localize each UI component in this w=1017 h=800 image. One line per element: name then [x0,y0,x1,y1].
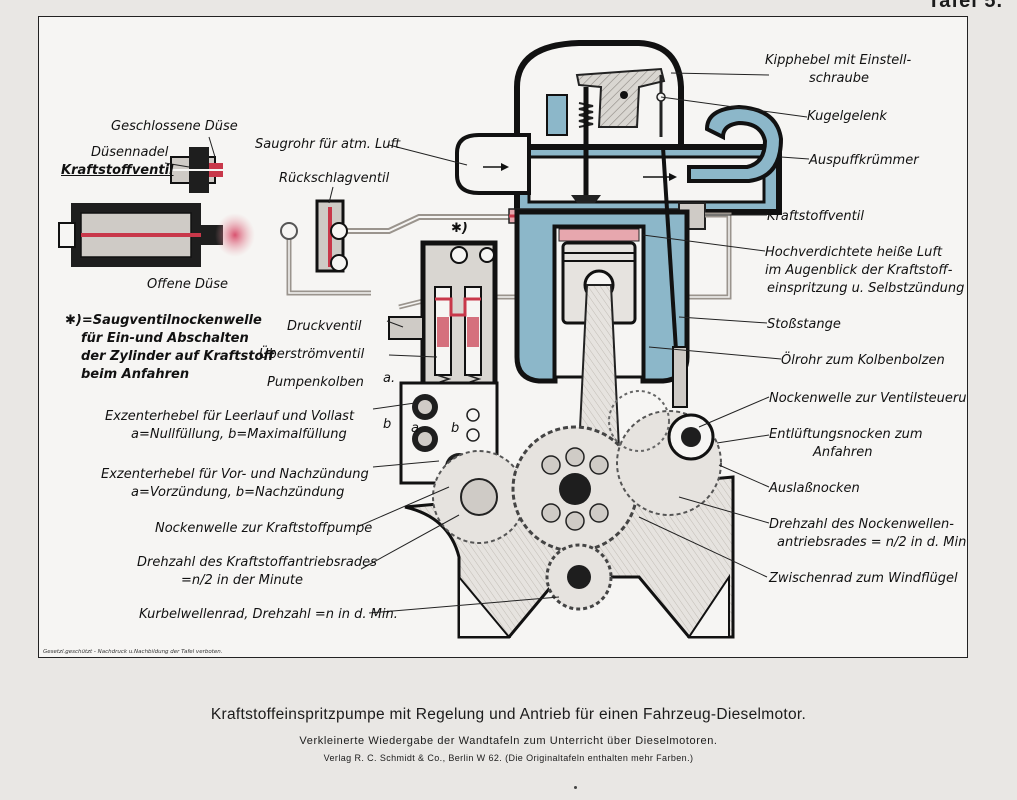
piston [561,241,637,450]
exhaust-manifold [643,104,784,183]
label-hochverdichtet-line1: Hochverdichtete heiße Luft [765,245,943,260]
label-druckventil: Druckventil [287,319,362,334]
label-nockenwelle-pumpe: Nockenwelle zur Kraftstoffpumpe [155,521,373,536]
label-kipphebel-line1: Kipphebel mit Einstell- [765,53,912,68]
label-exzenter1-line2: a=Nullfüllung, b=Maximalfüllung [131,427,347,442]
intake-valve [546,87,601,203]
label-rueckschlagventil: Rückschlagventil [279,171,390,186]
diagram-frame: Geschlossene Düse Düsennadel Kraftstoffv… [38,16,968,658]
label-saugventil-note-1: ✱)=Saugventilnockenwelle [65,313,262,328]
print-mark [574,786,577,789]
copyright-note: Gesetzl.geschützt - Nachdruck u.Nachbild… [43,649,223,655]
nozzle-closed [170,147,223,193]
label-kipphebel-line2: schraube [809,71,869,86]
label-kraftstoffventil-left: Kraftstoffventil [61,163,174,178]
label-kurbelwellenrad: Kurbelwellenrad, Drehzahl =n in d. Min. [139,607,398,622]
label-oelrohr: Ölrohr zum Kolbenbolzen [781,353,945,368]
label-drehzahl-antrieb-line1: Drehzahl des Kraftstoffantriebsrades [137,555,377,570]
nozzle-open [58,203,255,267]
leader-lines [164,72,810,614]
label-saugrohr: Saugrohr für atm. Luft [255,137,401,152]
label-geschlossene-duese: Geschlossene Düse [111,119,238,134]
label-exzenter2-line1: Exzenterhebel für Vor- und Nachzündung [101,467,369,482]
plate-number: Tafel 5. [927,0,1003,12]
label-mark-b1: b [383,417,392,432]
label-mark-a2: a [411,421,419,436]
label-auspuff: Auspuffkrümmer [809,153,919,168]
push-rod [661,146,688,408]
label-exzenter2-line2: a=Vorzündung, b=Nachzündung [131,485,345,500]
label-nockenwelle-ventil: Nockenwelle zur Ventilsteuerung [769,391,968,406]
label-hochverdichtet-line2: im Augenblick der Kraftstoff- [765,263,953,278]
label-duesennadel: Düsennadel [91,145,169,160]
label-exzenter1-line1: Exzenterhebel für Leerlauf und Vollast [105,409,355,424]
label-stossstange: Stoßstange [767,317,841,332]
label-entlueftung-line1: Entlüftungsnocken zum [769,427,923,442]
engine-diagram [58,40,810,639]
intake-pipe [455,133,531,195]
caption-publisher: Verlag R. C. Schmidt & Co., Berlin W 62.… [323,753,694,763]
label-kraftstoffventil-right: Kraftstoffventil [767,209,864,224]
label-saugventil-note-2: für Ein-und Abschalten [81,331,249,346]
label-saugventil-note-4: beim Anfahren [81,367,190,382]
label-mark-b2: b [451,421,460,436]
label-pumpenkolben: Pumpenkolben [267,375,364,390]
caption-sub: Verkleinerte Wiedergabe der Wandtafeln z… [299,735,718,747]
caption-main: Kraftstoffeinspritzpumpe mit Regelung un… [210,706,807,723]
label-drehzahl-nocken-line1: Drehzahl des Nockenwellen- [769,517,954,532]
label-auslassnocken: Auslaßnocken [769,481,860,496]
label-kugelgelenk: Kugelgelenk [807,109,887,124]
label-zwischenrad: Zwischenrad zum Windflügel [769,571,958,586]
label-asterisk: ✱) [451,221,468,236]
label-mark-a1: a. [383,371,396,386]
label-hochverdichtet-line3: einspritzung u. Selbstzündung [767,281,965,296]
label-saugventil-note-3: der Zylinder auf Kraftstoff [81,349,275,364]
label-ueberstroemventil: Überströmventil [259,347,365,362]
label-entlueftung-line2: Anfahren [813,445,873,460]
check-valve [280,199,371,296]
label-drehzahl-nocken-line2: antriebsrades = n/2 in d. Min. [777,535,968,550]
rocker-arm [575,67,666,137]
label-drehzahl-antrieb-line2: =n/2 in der Minute [181,573,304,588]
label-offene-duese: Offene Düse [147,277,229,292]
